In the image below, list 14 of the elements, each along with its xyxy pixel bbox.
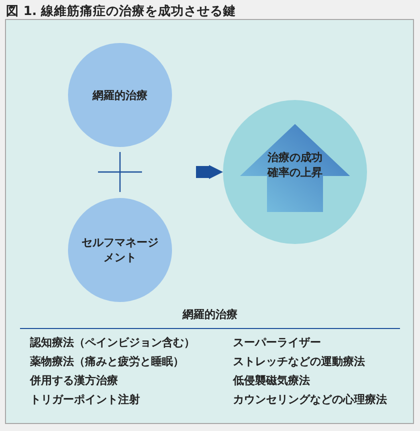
- list-item: ストレッチなどの運動療法: [233, 354, 365, 369]
- list-item: 認知療法（ペインビジョン含む）: [30, 335, 195, 350]
- section-heading: 網羅的治療: [181, 307, 238, 322]
- list-item: カウンセリングなどの心理療法: [233, 392, 387, 407]
- list-item: スーパーライザー: [233, 335, 321, 350]
- list-item: トリガーポイント注射: [30, 392, 140, 407]
- node-text: 網羅的治療: [91, 88, 148, 102]
- list-item: 低侵襲磁気療法: [233, 373, 310, 388]
- node-text: セルフマネージメント: [80, 235, 160, 265]
- list-item: 併用する漢方治療: [30, 373, 118, 388]
- arrow: [196, 165, 223, 179]
- figure-title: 図 1. 線維筋痛症の治療を成功させる鍵: [6, 3, 236, 20]
- node-text: 治療の成功確率の上昇: [266, 150, 324, 180]
- list-item: 薬物療法（痛みと疲労と睡眠）: [30, 354, 184, 369]
